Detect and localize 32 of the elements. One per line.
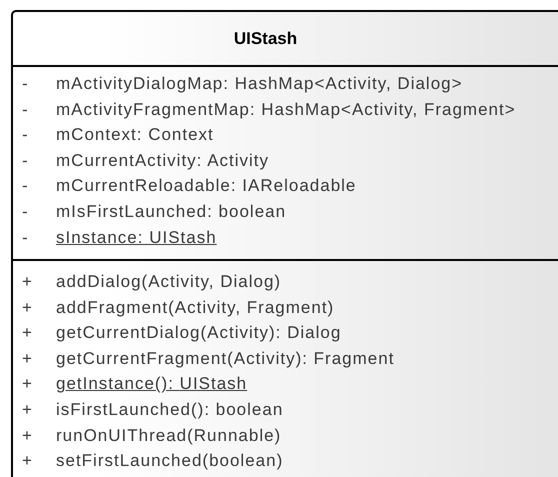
visibility-marker: -	[22, 226, 29, 249]
class-member: runOnUIThread(Runnable)	[56, 424, 282, 447]
class-member: getCurrentDialog(Activity): Dialog	[56, 322, 342, 344]
class-member: mActivityDialogMap: HashMap<Activity, Dialog>	[56, 73, 463, 95]
class-member: sInstance: UIStash	[56, 226, 217, 249]
class-member: addFragment(Activity, Fragment)	[56, 296, 334, 319]
visibility-marker: -	[22, 200, 29, 223]
class-member: mActivityFragmentMap: HashMap<Activity, Fragment>	[56, 98, 516, 121]
visibility-marker: -	[22, 175, 29, 198]
visibility-marker: +	[22, 271, 33, 293]
class-box	[11, 10, 558, 477]
visibility-marker: -	[22, 73, 29, 95]
class-member: mCurrentReloadable: IAReloadable	[56, 175, 356, 198]
class-member: mCurrentActivity: Activity	[56, 150, 270, 172]
visibility-marker: +	[22, 348, 33, 370]
visibility-marker: +	[22, 424, 33, 447]
visibility-marker: +	[22, 450, 33, 472]
class-member: isFirstLaunched(): boolean	[56, 398, 284, 421]
class-member: getCurrentFragment(Activity): Fragment	[56, 348, 394, 370]
class-name: UIStash	[234, 28, 298, 48]
class-member: mContext: Context	[56, 124, 214, 146]
visibility-marker: -	[22, 124, 29, 146]
class-member: getInstance(): UIStash	[56, 373, 248, 396]
visibility-marker: -	[22, 150, 29, 172]
visibility-marker: +	[22, 373, 33, 396]
visibility-marker: +	[22, 296, 33, 319]
class-member: setFirstLaunched(boolean)	[56, 450, 284, 472]
class-member: mIsFirstLaunched: boolean	[56, 200, 286, 223]
visibility-marker: -	[22, 98, 29, 121]
visibility-marker: +	[22, 322, 33, 344]
class-member: addDialog(Activity, Dialog)	[56, 271, 282, 293]
visibility-marker: +	[22, 398, 33, 421]
